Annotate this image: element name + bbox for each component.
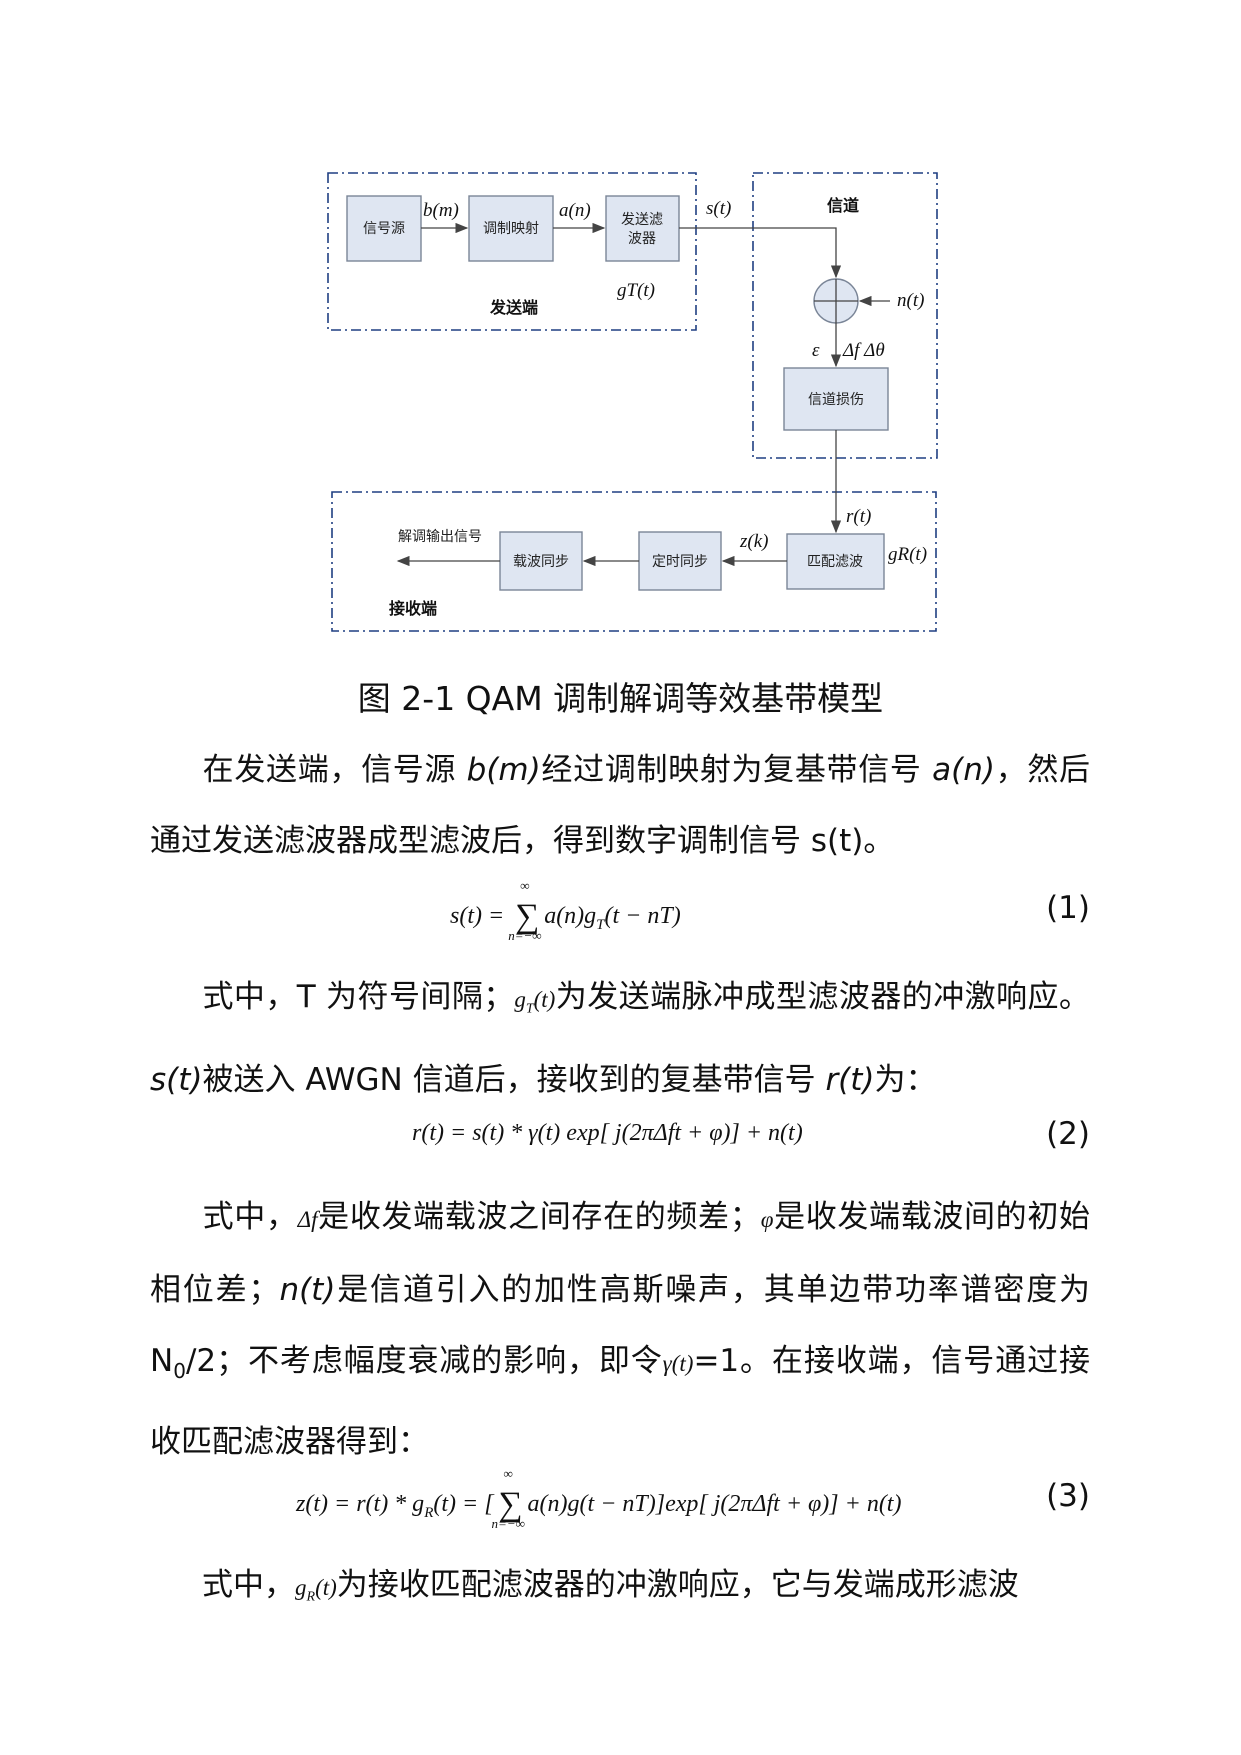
receiver-label: 接收端 xyxy=(389,599,437,618)
output-label: 解调输出信号 xyxy=(398,529,482,545)
signal-zk: z(k) xyxy=(739,531,768,552)
matched-filter-label: 匹配滤波 xyxy=(807,554,863,570)
paragraph-4: 式中，gR(t)为接收匹配滤波器的冲激响应，它与发端成形滤波 xyxy=(202,1567,1019,1605)
matched-filter-block xyxy=(786,533,885,590)
equation-1-number: (1) xyxy=(1046,890,1090,926)
tx-filter-label-2: 波器 xyxy=(628,231,656,247)
figure-caption: 图 2-1 QAM 调制解调等效基带模型 xyxy=(357,679,884,718)
signal-nt: n(t) xyxy=(897,290,924,311)
transmitter-label: 发送端 xyxy=(489,298,538,317)
tx-filter-label-1: 发送滤 xyxy=(621,212,663,228)
timing-sync-label: 定时同步 xyxy=(652,554,708,570)
paragraph-3: 式中，Δf是收发端载波之间存在的频差；φ是收发端载波间的初始相位差；n(t)是信… xyxy=(150,1199,1091,1461)
signal-source-label: 信号源 xyxy=(363,221,405,237)
equation-1: s(t) = ∑∞n=−∞a(n)gT(t − nT) (1) xyxy=(450,878,1090,943)
sum-symbol: ∑ xyxy=(515,898,540,935)
signal-gR: gR(t) xyxy=(888,544,927,565)
channel-impairment-block xyxy=(783,367,889,431)
signal-an: a(n) xyxy=(559,200,591,221)
signal-bm: b(m) xyxy=(423,200,459,221)
var-an: a(n) xyxy=(932,752,995,788)
transmitter-frame xyxy=(327,172,697,331)
equation-3-number: (3) xyxy=(1046,1478,1090,1514)
tx-filter-block xyxy=(605,195,680,262)
carrier-sync-label: 载波同步 xyxy=(513,554,569,570)
sum-symbol-2: ∑ xyxy=(498,1486,523,1523)
equation-3: z(t) = r(t) * gR(t) = [∑∞n=−∞a(n)g(t − n… xyxy=(296,1466,1090,1531)
channel-impairment-label: 信道损伤 xyxy=(808,392,864,408)
signal-eps: ε xyxy=(812,340,820,361)
signal-df: Δf Δθ xyxy=(842,340,885,361)
channel-frame xyxy=(752,172,938,459)
arrow-st xyxy=(679,227,842,279)
var-bm: b(m) xyxy=(466,752,541,788)
signal-gT: gT(t) xyxy=(617,280,655,301)
paragraph-1: 在发送端，信号源 b(m)经过调制映射为复基带信号 a(n)，然后通过发送滤波器… xyxy=(150,752,1090,859)
mapper-label: 调制映射 xyxy=(483,221,539,237)
equation-2: r(t) = s(t) * γ(t) exp[ j(2πΔft + φ)] + … xyxy=(412,1116,1090,1152)
qam-block-diagram: 发送端 信道 接收端 信号源 调制映射 发送滤 波器 信道损伤 匹配滤波 定时同… xyxy=(327,172,938,632)
carrier-sync-block xyxy=(499,531,583,591)
mapper-block xyxy=(468,195,554,262)
signal-source-block xyxy=(346,195,422,262)
channel-label: 信道 xyxy=(827,196,859,215)
var-gR: gR(t) xyxy=(295,1575,337,1605)
paragraph-2: 式中，T 为符号间隔；gT(t)为发送端脉冲成型滤波器的冲激响应。s(t)被送入… xyxy=(150,979,1090,1098)
equation-2-number: (2) xyxy=(1046,1116,1090,1152)
signal-rt: r(t) xyxy=(846,506,871,527)
receiver-frame xyxy=(331,491,937,632)
var-gT: gT(t) xyxy=(514,987,556,1017)
signal-st: s(t) xyxy=(706,198,731,219)
